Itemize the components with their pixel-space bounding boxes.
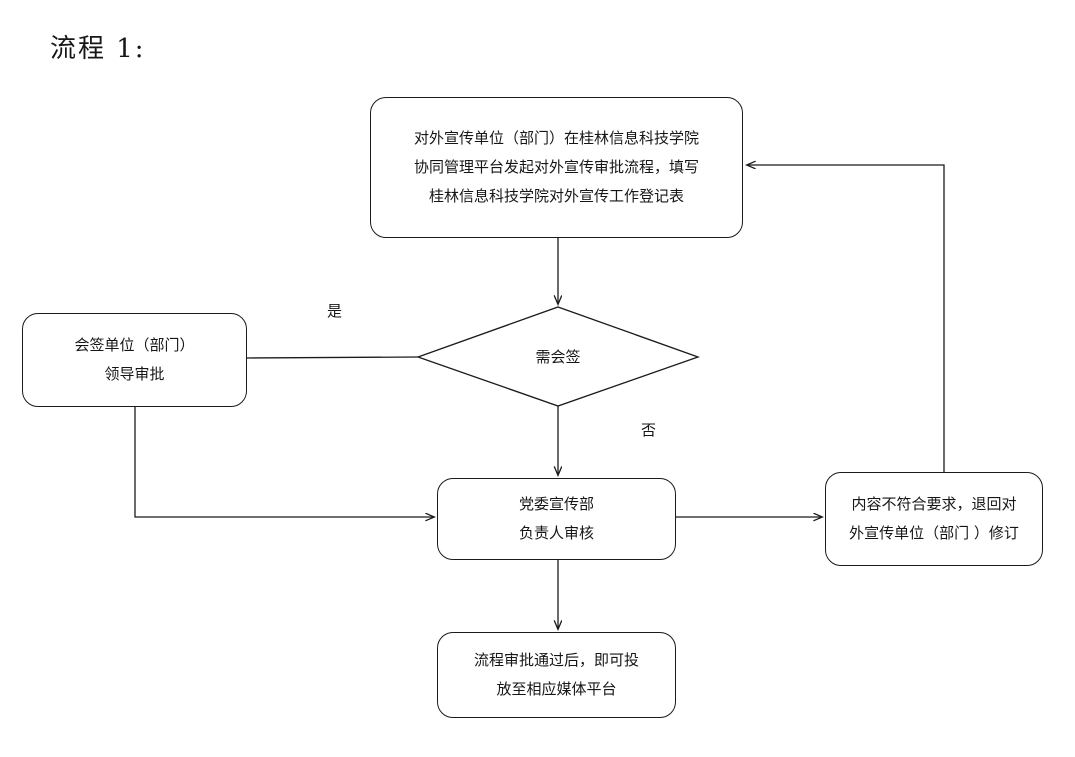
edge-label-no: 否 bbox=[641, 421, 657, 439]
page-title: 流程 1: bbox=[50, 34, 146, 64]
edge-countersign-to-review bbox=[134, 407, 434, 517]
node-reject-line-1: 内容不符合要求，退回对 bbox=[851, 494, 1017, 513]
edge-decision-to-countersign bbox=[246, 356, 419, 359]
edge-label-yes: 是 bbox=[327, 302, 343, 320]
node-decision[interactable]: 需会签 bbox=[418, 307, 698, 406]
node-countersign-line-2: 领导审批 bbox=[104, 365, 165, 383]
node-reject-line-2: 外宣传单位（部门 ）修订 bbox=[849, 524, 1019, 542]
node-start-line-3: 桂林信息科技学院对外宣传工作登记表 bbox=[428, 187, 684, 206]
node-start-line-2: 协同管理平台发起对外宣传审批流程，填写 bbox=[413, 157, 699, 176]
node-review-line-2: 负责人审核 bbox=[518, 524, 594, 542]
node-publish[interactable]: 流程审批通过后，即可投 放至相应媒体平台 bbox=[437, 632, 676, 718]
node-publish-line-1: 流程审批通过后，即可投 bbox=[473, 650, 639, 669]
node-review-line-1: 党委宣传部 bbox=[518, 494, 594, 513]
node-review[interactable]: 党委宣传部 负责人审核 bbox=[437, 478, 676, 560]
node-publish-line-2: 放至相应媒体平台 bbox=[496, 680, 617, 698]
edge-reject-to-start bbox=[747, 165, 945, 472]
node-countersign-line-1: 会签单位（部门） bbox=[74, 335, 195, 354]
node-reject[interactable]: 内容不符合要求，退回对 外宣传单位（部门 ）修订 bbox=[825, 472, 1043, 566]
node-countersign[interactable]: 会签单位（部门） 领导审批 bbox=[22, 313, 247, 407]
node-start-line-1: 对外宣传单位（部门）在桂林信息科技学院 bbox=[413, 128, 699, 147]
node-start[interactable]: 对外宣传单位（部门）在桂林信息科技学院 协同管理平台发起对外宣传审批流程，填写 … bbox=[370, 97, 743, 238]
node-decision-label: 需会签 bbox=[535, 348, 581, 366]
